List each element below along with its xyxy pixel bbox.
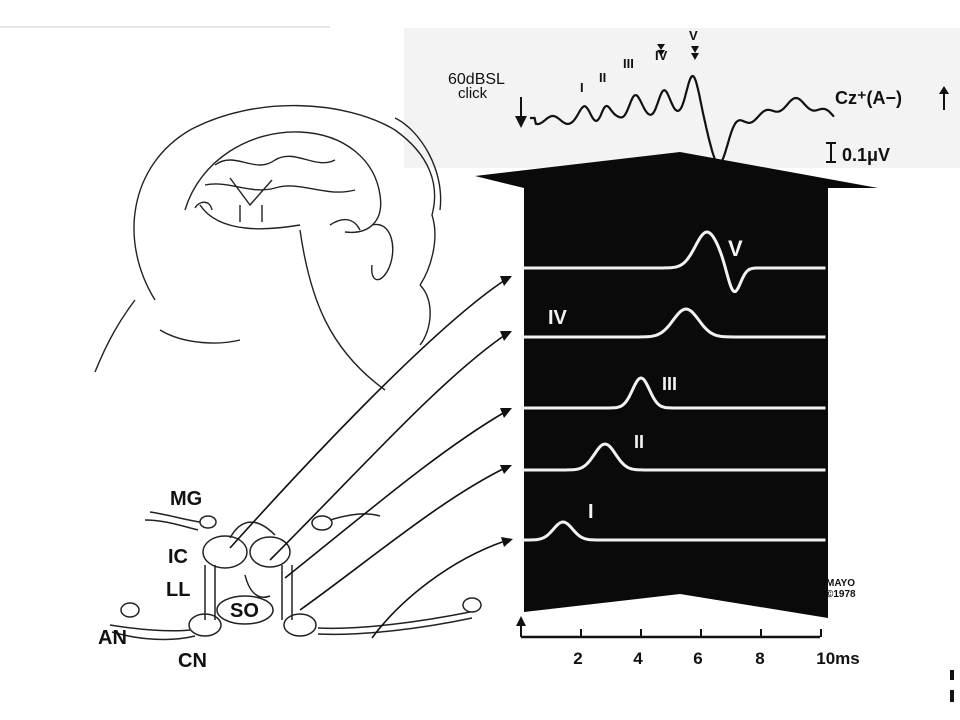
tick-label-6: 6 <box>693 649 702 668</box>
panel-label-ii: II <box>634 432 644 452</box>
time-axis: 2 4 6 8 10ms <box>516 616 860 668</box>
label-so: SO <box>230 600 259 622</box>
tick-label-8: 8 <box>755 649 764 668</box>
scale-bar-label: 0.1μV <box>842 145 890 165</box>
arrow-to-v <box>229 279 506 549</box>
stimulus-level: 60dBSL <box>448 71 505 88</box>
stimulus-arrow-head <box>515 116 527 128</box>
tick-label-2: 2 <box>573 649 582 668</box>
label-an: AN <box>98 627 127 649</box>
credit-line-1: MAYO <box>826 578 855 589</box>
auditory-pathway <box>109 511 482 641</box>
credit-line-2: ©1978 <box>826 589 856 600</box>
label-ll: LL <box>166 579 190 601</box>
arrow-to-i <box>371 540 506 639</box>
panel-label-iii: III <box>662 374 677 394</box>
panel-wave-v <box>521 230 826 293</box>
panel-waveforms <box>521 230 826 542</box>
label-cn: CN <box>178 650 207 672</box>
channel-label: Cz⁺(A−) <box>835 88 902 108</box>
label-mg: MG <box>170 488 202 510</box>
top-peak-label-v: V <box>689 28 698 43</box>
arrow-heads <box>500 276 513 547</box>
generator-arrows <box>229 279 506 639</box>
top-peak-label-iii: III <box>623 56 634 71</box>
panel-label-v: V <box>728 236 743 261</box>
top-peak-label-ii: II <box>599 70 606 85</box>
panel-label-i: I <box>588 501 594 523</box>
tick-label-4: 4 <box>633 649 643 668</box>
arrow-to-iii <box>284 411 506 579</box>
scalp-recording: 60dBSL click I II III IV V Cz⁺(A−) 0.1μV <box>448 28 949 166</box>
scan-band <box>404 28 960 168</box>
top-peak-label-i: I <box>580 80 584 95</box>
polarity-arrow-head <box>939 86 949 94</box>
panel-wave-ii <box>521 442 826 472</box>
scan-marks <box>950 670 954 702</box>
panel-wave-i <box>521 520 826 542</box>
panel-wave-iii <box>521 376 826 410</box>
head-illustration <box>94 104 442 391</box>
tick-label-10ms: 10ms <box>816 649 859 668</box>
panel-wave-iv <box>521 307 826 339</box>
panel-label-iv: IV <box>548 307 568 329</box>
arrow-to-iv <box>269 334 506 561</box>
top-peak-ticks <box>657 44 699 60</box>
arrow-to-ii <box>299 467 506 611</box>
generator-panel: MAYO ©1978 <box>475 152 878 618</box>
label-ic: IC <box>168 546 188 568</box>
stimulus-type: click <box>458 85 488 102</box>
scalp-waveform <box>530 74 835 166</box>
